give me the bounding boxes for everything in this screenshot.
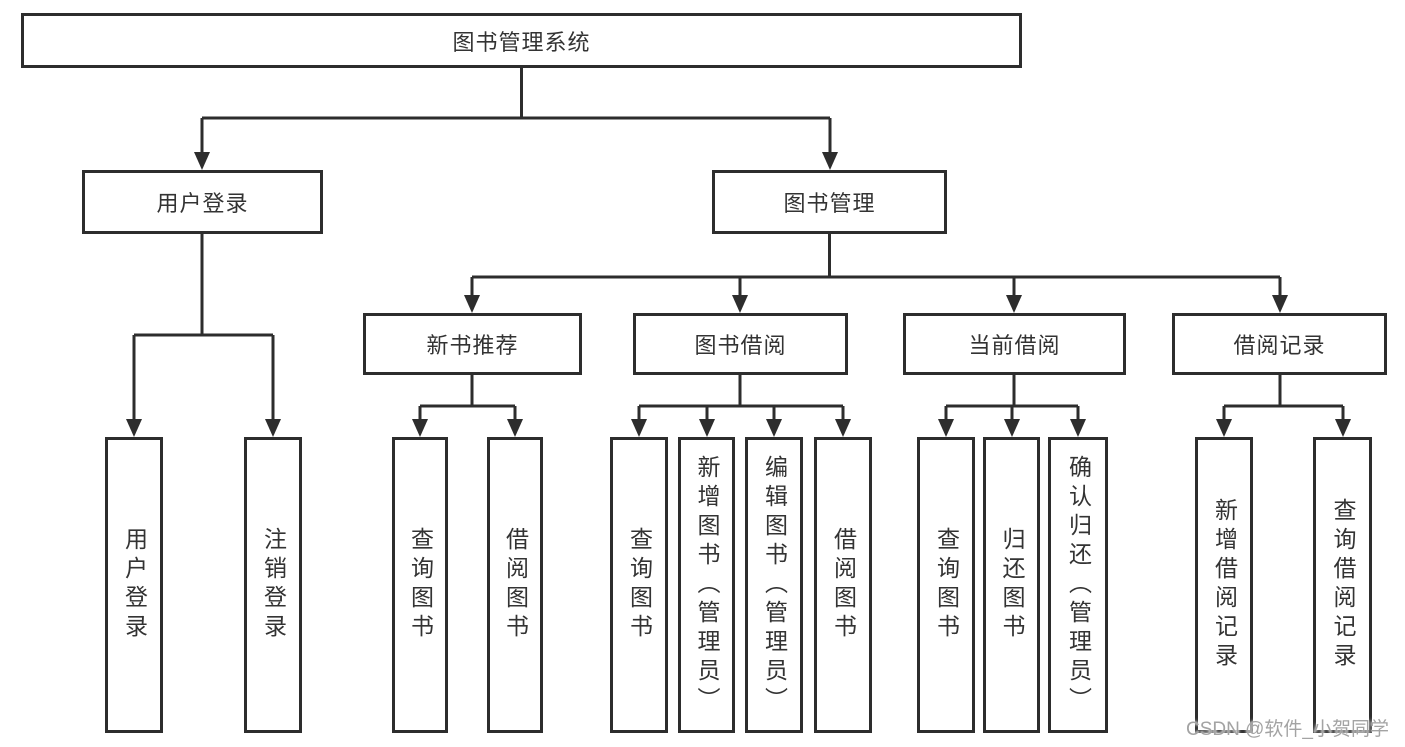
node-leaf-borrow-query-book-label: 查询图书 [626,527,653,643]
node-leaf-borrow-book: 借阅图书 [814,437,872,733]
node-root: 图书管理系统 [21,13,1022,68]
node-book-management-label: 图书管理 [783,191,876,216]
node-leaf-recommend-query-book: 查询图书 [392,437,448,733]
connector-new-book-recommend [412,375,523,437]
node-leaf-current-query-book: 查询图书 [917,437,975,733]
node-leaf-confirm-return-admin: 确认归还（管理员） [1048,437,1108,733]
connector-user-login [126,234,281,437]
node-leaf-logout-label: 注销登录 [260,527,287,643]
node-leaf-add-borrow-record: 新增借阅记录 [1195,437,1253,733]
node-leaf-return-book-label: 归还图书 [999,527,1025,643]
connector-book-borrow [631,375,851,437]
node-leaf-query-borrow-record-label: 查询借阅记录 [1330,498,1356,672]
node-leaf-add-book-admin: 新增图书（管理员） [678,437,735,733]
node-borrow-record-label: 借阅记录 [1233,333,1326,358]
node-leaf-recommend-borrow-book: 借阅图书 [487,437,543,733]
node-leaf-add-book-admin-label: 新增图书（管理员） [694,454,720,716]
node-leaf-borrow-query-book: 查询图书 [610,437,668,733]
connector-root [194,68,838,170]
node-book-management: 图书管理 [712,170,947,234]
node-leaf-edit-book-admin-label: 编辑图书（管理员） [761,454,788,716]
node-leaf-confirm-return-admin-label: 确认归还（管理员） [1065,454,1092,716]
node-root-label: 图书管理系统 [452,29,591,55]
node-leaf-query-borrow-record: 查询借阅记录 [1313,437,1372,733]
node-user-login-label: 用户登录 [156,191,249,216]
node-current-borrow-label: 当前借阅 [968,333,1061,358]
node-leaf-recommend-borrow-book-label: 借阅图书 [502,527,529,643]
connector-book-management [464,234,1288,313]
connector-current-borrow [938,375,1086,437]
node-user-login: 用户登录 [82,170,323,234]
node-leaf-user-login: 用户登录 [105,437,163,733]
node-leaf-user-login-label: 用户登录 [121,527,148,643]
node-leaf-borrow-book-label: 借阅图书 [830,527,857,643]
node-new-book-recommend-label: 新书推荐 [426,333,519,358]
csdn-watermark: CSDN @软件_小贺同学 [1186,719,1389,740]
node-leaf-current-query-book-label: 查询图书 [933,527,960,643]
connector-borrow-record [1216,375,1351,437]
node-leaf-recommend-query-book-label: 查询图书 [407,527,434,643]
node-leaf-add-borrow-record-label: 新增借阅记录 [1211,498,1238,672]
node-new-book-recommend: 新书推荐 [363,313,582,375]
node-leaf-return-book: 归还图书 [983,437,1040,733]
node-book-borrow: 图书借阅 [633,313,848,375]
node-borrow-record: 借阅记录 [1172,313,1387,375]
node-current-borrow: 当前借阅 [903,313,1126,375]
node-book-borrow-label: 图书借阅 [694,333,787,358]
node-leaf-edit-book-admin: 编辑图书（管理员） [745,437,803,733]
node-leaf-logout: 注销登录 [244,437,302,733]
